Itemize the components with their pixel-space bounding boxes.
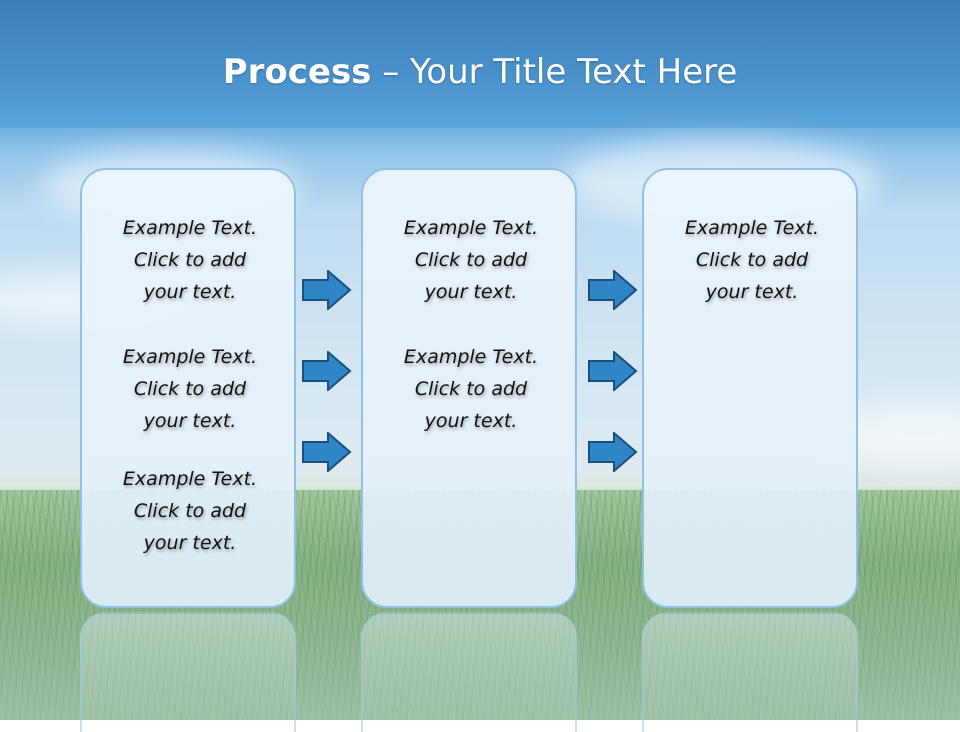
text-line: Click to add [133, 500, 247, 522]
text-line: your text. [424, 410, 518, 432]
text-line: Click to add [695, 249, 809, 271]
text-block[interactable]: Example Text. Click to add your text. [82, 463, 298, 559]
right-arrow-icon[interactable] [302, 270, 352, 310]
panel-reflection [642, 612, 858, 732]
process-box-3[interactable]: Example Text. Click to add your text. [642, 168, 858, 608]
text-line: Example Text. [122, 217, 258, 239]
process-box-2[interactable]: Example Text. Click to add your text. Ex… [361, 168, 577, 608]
right-arrow-icon[interactable] [588, 351, 638, 391]
text-line: your text. [143, 281, 237, 303]
text-line: your text. [143, 410, 237, 432]
text-line: your text. [424, 281, 518, 303]
text-line: your text. [705, 281, 799, 303]
right-arrow-icon[interactable] [588, 270, 638, 310]
right-arrow-icon[interactable] [302, 432, 352, 472]
text-line: Example Text. [684, 217, 820, 239]
slide-title[interactable]: Process – Your Title Text Here [0, 52, 960, 92]
text-line: Example Text. [122, 468, 258, 490]
text-line: Example Text. [403, 217, 539, 239]
text-line: Click to add [414, 378, 528, 400]
text-line: Example Text. [403, 346, 539, 368]
sky-band [0, 0, 960, 128]
text-line: your text. [143, 532, 237, 554]
text-block[interactable]: Example Text. Click to add your text. [82, 212, 298, 308]
right-arrow-icon[interactable] [588, 432, 638, 472]
text-line: Example Text. [122, 346, 258, 368]
text-line: Click to add [133, 249, 247, 271]
panel-reflection [80, 612, 296, 732]
title-rest: – Your Title Text Here [371, 52, 738, 92]
title-strong: Process [222, 52, 372, 92]
text-block[interactable]: Example Text. Click to add your text. [82, 341, 298, 437]
text-block[interactable]: Example Text. Click to add your text. [644, 212, 860, 308]
panel-reflection [361, 612, 577, 732]
right-arrow-icon[interactable] [302, 351, 352, 391]
text-block[interactable]: Example Text. Click to add your text. [363, 212, 579, 308]
text-line: Click to add [414, 249, 528, 271]
text-line: Click to add [133, 378, 247, 400]
process-box-1[interactable]: Example Text. Click to add your text. Ex… [80, 168, 296, 608]
text-block[interactable]: Example Text. Click to add your text. [363, 341, 579, 437]
